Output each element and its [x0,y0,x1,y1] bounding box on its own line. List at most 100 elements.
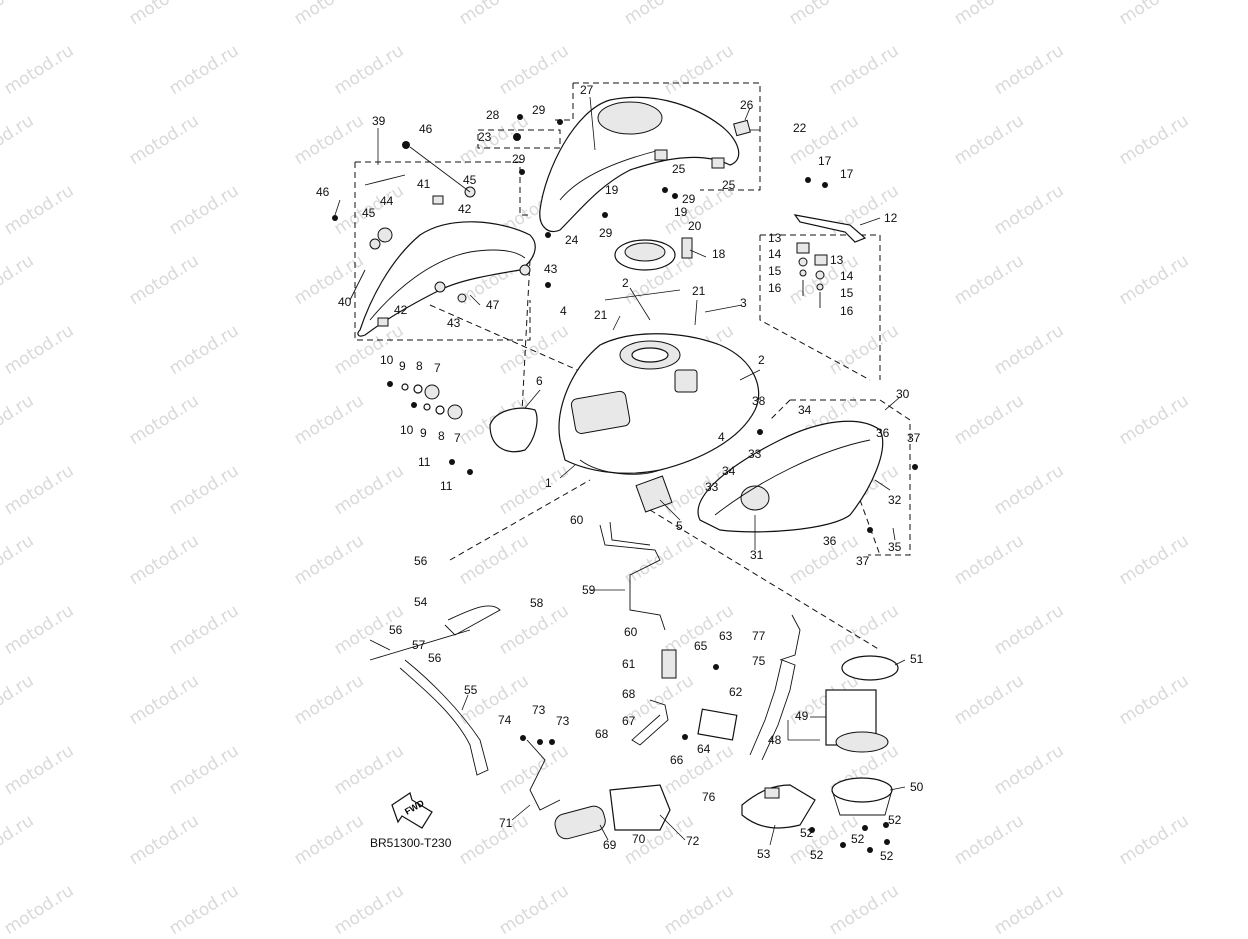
callout-number: 7 [454,431,461,445]
fuel-pump-assembly [661,649,899,829]
callout-number: 23 [478,130,492,144]
callout-number: 75 [752,654,766,668]
callout-number: 13 [830,253,844,267]
callout-number: 45 [463,173,477,187]
callout-number: 34 [798,403,812,417]
callout-number: 33 [748,447,762,461]
callout-number: 52 [810,848,824,862]
callout-number: 16 [768,281,782,295]
callout-number: 68 [595,727,609,741]
canister-assembly [526,739,671,840]
callout-number: 27 [580,83,594,97]
callout-number: 43 [447,316,461,330]
callout-number: 36 [823,534,837,548]
callout-number: 38 [752,394,766,408]
callout-number: 30 [896,387,910,401]
callout-number: 51 [910,652,924,666]
callout-number: 6 [536,374,543,388]
callout-number: 29 [682,192,696,206]
fastener-set-left [387,381,473,475]
callout-number: 40 [338,295,352,309]
callout-number: 43 [544,262,558,276]
callout-number: 63 [719,629,733,643]
callout-number: 52 [880,849,894,863]
callout-number: 15 [768,264,782,278]
callout-number: 39 [372,114,386,128]
callout-number: 46 [419,122,433,136]
callout-number: 46 [316,185,330,199]
callout-number: 59 [582,583,596,597]
filler-cap-ring [614,237,693,271]
tank-bracket [793,177,867,308]
callout-number: 10 [400,423,414,437]
callout-number: 56 [428,651,442,665]
callout-number: 31 [750,548,764,562]
callout-number: 9 [399,359,406,373]
forward-arrow-icon: FWD [391,792,433,829]
callout-number: 4 [560,304,567,318]
side-cover-assembly [349,174,536,337]
callout-number: 73 [556,714,570,728]
callout-number: 17 [840,167,854,181]
callout-number: 16 [840,304,854,318]
callout-number: 52 [888,813,902,827]
callout-number: 52 [851,832,865,846]
callout-number: 29 [512,152,526,166]
callout-number: 55 [464,683,478,697]
diagram-reference-code: BR51300-T230 [370,836,452,850]
callout-number: 58 [530,596,544,610]
callout-number: 48 [768,733,782,747]
callout-leaders [334,96,906,846]
callout-number: 14 [840,269,854,283]
callout-number: 12 [884,211,898,225]
callout-number: 19 [674,205,688,219]
callout-number: 36 [876,426,890,440]
callout-number: 25 [672,162,686,176]
callout-number: 41 [417,177,431,191]
callout-number: 33 [705,480,719,494]
callout-number: 2 [622,276,629,290]
callout-number: 42 [394,303,408,317]
callout-number: 66 [670,753,684,767]
rear-cowl [697,420,884,533]
callout-number: 8 [416,359,423,373]
knee-pad [489,407,538,453]
callout-number: 61 [622,657,636,671]
callout-number: 74 [498,713,512,727]
callout-number: 54 [414,595,428,609]
callout-number: 2 [758,353,765,367]
callout-number: 24 [565,233,579,247]
callout-number: 37 [856,554,870,568]
callout-number: 52 [800,826,814,840]
callout-number: 11 [440,479,453,493]
callout-number: 77 [752,629,766,643]
callout-number: 70 [632,832,646,846]
callout-number: 64 [697,742,711,756]
callout-number: 45 [362,206,376,220]
callout-number: 28 [486,108,500,122]
callout-number: 11 [418,455,431,469]
callout-number: 1 [545,476,552,490]
callout-number: 29 [599,226,613,240]
callout-number: 5 [676,519,683,533]
callout-number: 35 [888,540,902,554]
callout-number: 56 [389,623,403,637]
fuel-tank [558,333,760,513]
callout-number: 73 [532,703,546,717]
callout-number: 50 [910,780,924,794]
callout-number: 21 [594,308,608,322]
callout-number: 22 [793,121,807,135]
callout-number: 32 [888,493,902,507]
callout-number: 56 [414,554,428,568]
callout-number: 65 [694,639,708,653]
callout-number: 3 [740,296,747,310]
callout-number: 49 [795,709,809,723]
callout-number: 14 [768,247,782,261]
callout-labels: 1223445677889910101111121313141415151616… [316,83,924,863]
callout-number: 9 [420,426,427,440]
callout-number: 60 [624,625,638,639]
tank-cover-top-assembly [539,96,751,233]
callout-number: 8 [438,429,445,443]
